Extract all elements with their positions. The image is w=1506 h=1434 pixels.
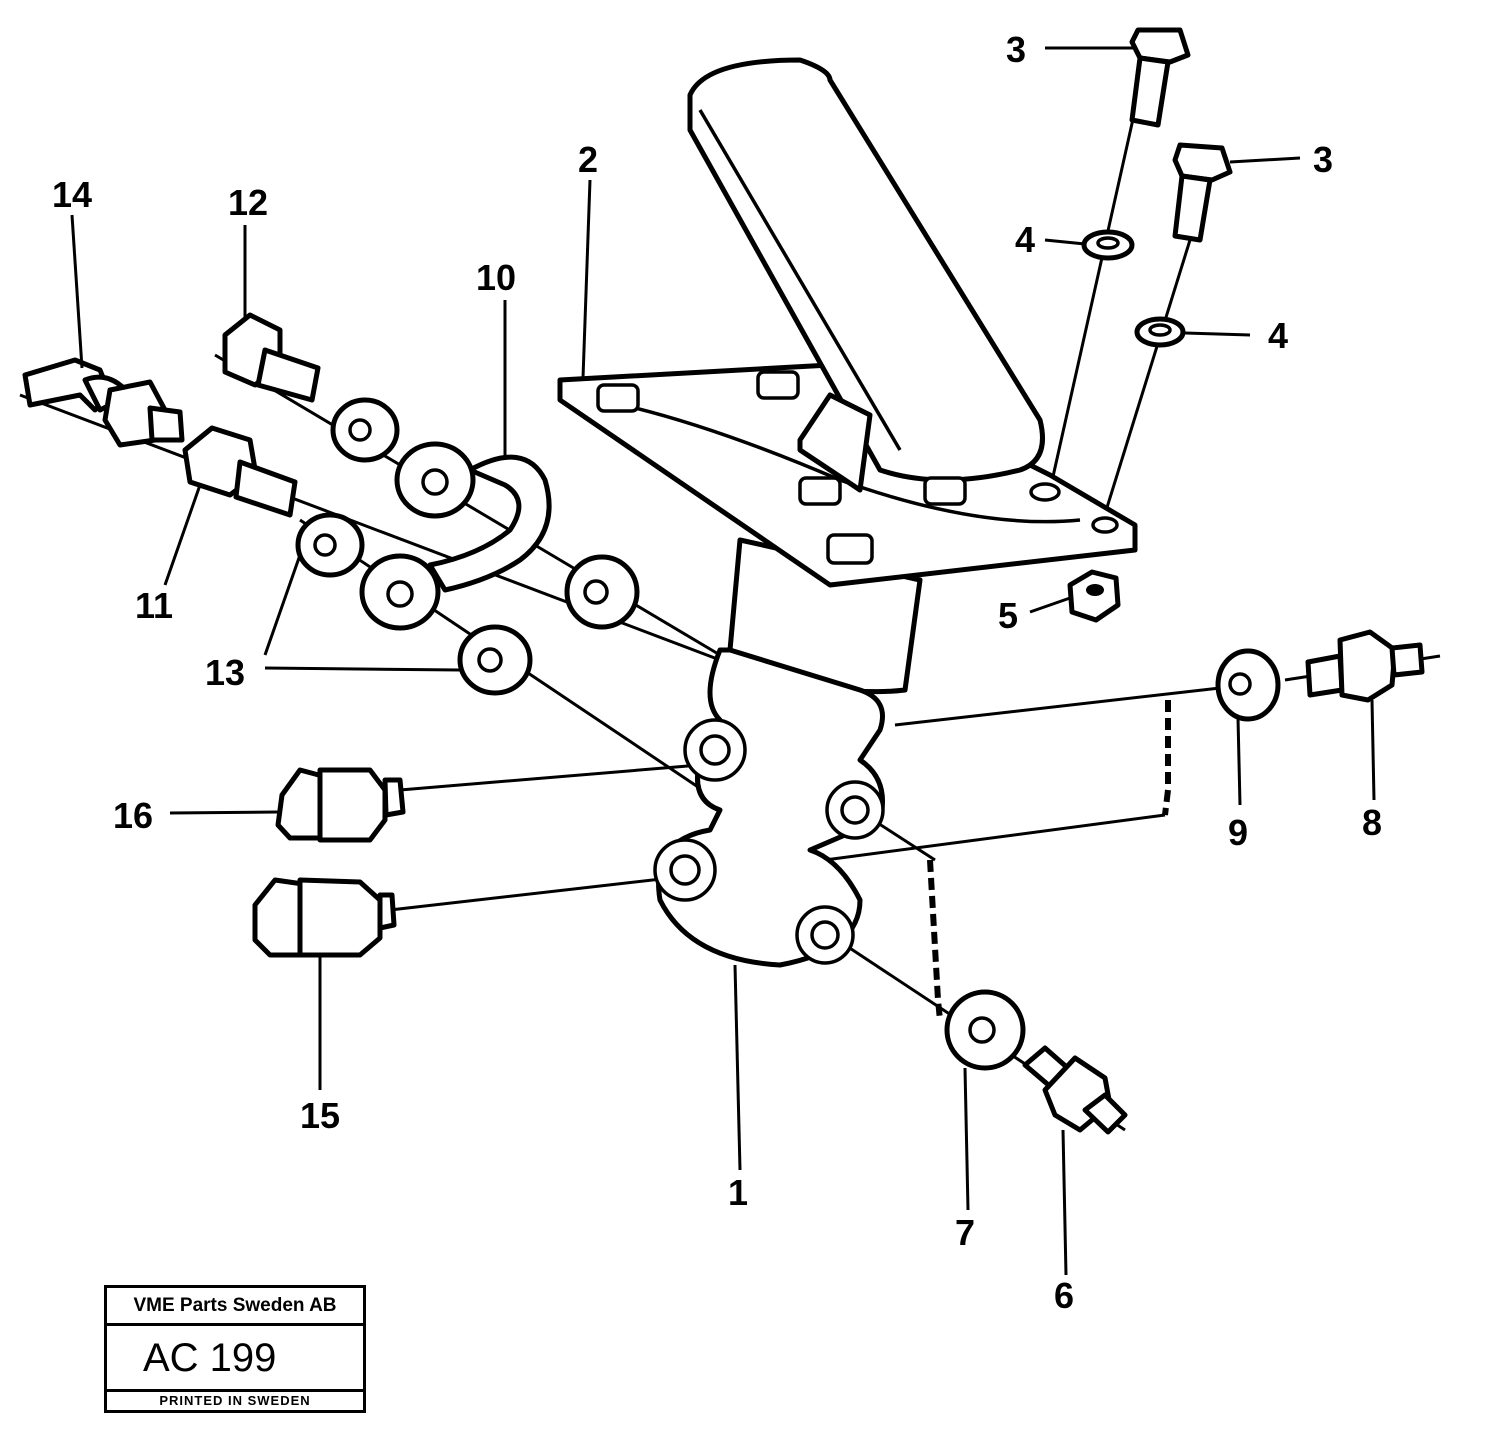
callout-12: 12: [228, 182, 268, 223]
title-block-company: VME Parts Sweden AB: [107, 1288, 363, 1326]
bolt-lower: [1172, 142, 1233, 243]
callout-16: 16: [113, 795, 153, 836]
callout-13: 13: [205, 652, 245, 693]
callout-9: 9: [1228, 812, 1248, 853]
callout-3-lower: 3: [1313, 139, 1333, 180]
callout-14: 14: [52, 174, 92, 215]
callout-15: 15: [300, 1095, 340, 1136]
callout-8: 8: [1362, 802, 1382, 843]
pressure-switch-15: [252, 877, 397, 958]
callout-labels: 1 2 3 3 4 4 5 6 7 8 9 10 11 12 13 14 15 …: [52, 29, 1382, 1316]
callout-4-lower: 4: [1268, 315, 1288, 356]
banjo-bolt-11: [182, 425, 298, 518]
plate-bolt: [798, 476, 842, 506]
title-block-printed-note: PRINTED IN SWEDEN: [159, 1393, 311, 1408]
plate-bolt: [596, 383, 640, 413]
pressure-switch-16: [275, 767, 406, 843]
brake-pedal-assembly: [557, 57, 1138, 695]
plate-bolt: [756, 370, 800, 400]
bolt-upper: [1129, 27, 1191, 128]
pedal-bracket: [797, 392, 873, 493]
plate-bolt: [826, 533, 874, 565]
title-block: VME Parts Sweden AB AC 199 PRINTED IN SW…: [104, 1285, 366, 1413]
callout-11: 11: [135, 585, 173, 626]
title-block-drawing-code: AC 199: [107, 1326, 363, 1392]
callout-1: 1: [728, 1172, 748, 1213]
elbow-fitting-14: [22, 357, 185, 448]
plate-bolt: [923, 476, 967, 506]
fitting-8: [1305, 629, 1425, 703]
callout-7: 7: [955, 1212, 975, 1253]
callout-5: 5: [998, 595, 1018, 636]
callout-10: 10: [476, 257, 516, 298]
pipe-10: [359, 441, 552, 631]
leader-lines: [70, 46, 1376, 1276]
callout-4-upper: 4: [1015, 219, 1035, 260]
valve-body: [656, 647, 885, 968]
banjo-bolt-12: [222, 312, 321, 403]
callout-3-upper: 3: [1006, 29, 1026, 70]
callout-2: 2: [578, 139, 598, 180]
callout-6: 6: [1054, 1275, 1074, 1316]
fitting-6: [1022, 1045, 1128, 1135]
nut: [1067, 569, 1121, 623]
dashed-connectors: [927, 700, 1171, 1021]
brake-valve-body: [653, 647, 885, 968]
